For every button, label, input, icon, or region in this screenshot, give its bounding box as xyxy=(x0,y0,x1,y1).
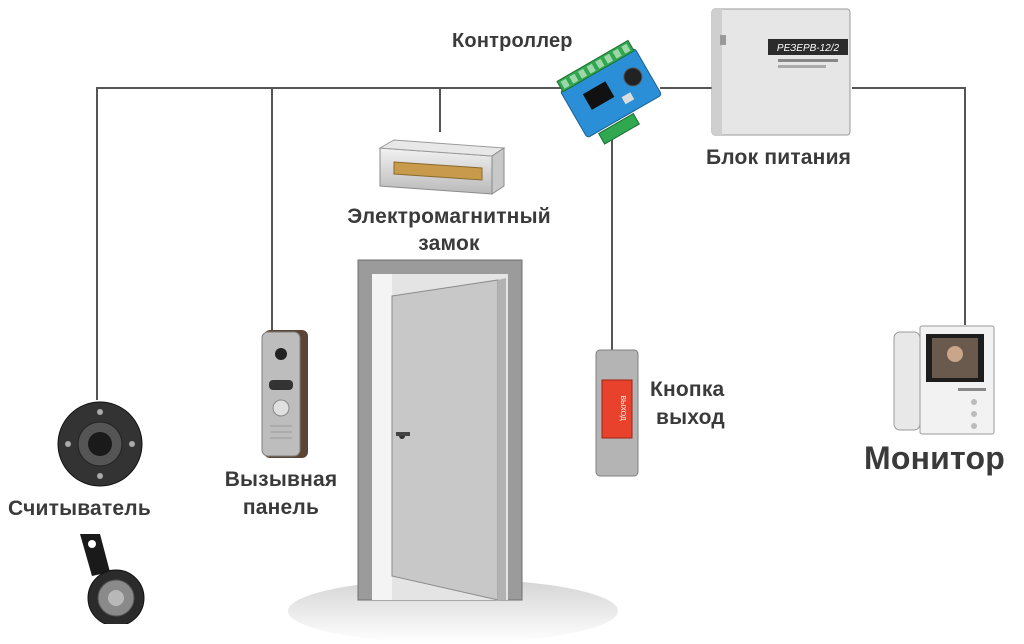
exit-plate-text: ВЫХОД xyxy=(619,395,626,421)
power-supply-label: Блок питания xyxy=(706,146,852,169)
wire-monitor xyxy=(852,87,966,325)
call-panel-label-line2: панель xyxy=(242,496,320,519)
monitor-label: Монитор xyxy=(864,440,1005,476)
wire-bus-left xyxy=(96,87,570,400)
psu-brand-text: РЕЗЕРВ-12/2 xyxy=(777,43,840,54)
reader-label: Считыватель xyxy=(8,497,151,520)
power-supply-box: РЕЗЕРВ-12/2 xyxy=(711,8,851,136)
key-fob xyxy=(80,534,145,624)
call-panel-device xyxy=(261,330,308,458)
reader-device xyxy=(57,401,143,487)
exit-button-label-line1: Кнопка xyxy=(650,378,725,401)
lock-label-line1: Электромагнитный xyxy=(347,205,551,228)
exit-button-device: ВЫХОД xyxy=(595,349,639,477)
electromagnetic-lock xyxy=(378,139,506,195)
door-illustration xyxy=(288,259,618,643)
call-panel-label-line1: Вызывная xyxy=(224,468,338,491)
controller-board xyxy=(556,39,662,145)
controller-label: Контроллер xyxy=(452,30,573,52)
monitor-device xyxy=(893,325,995,435)
lock-label-line2: замок xyxy=(418,232,480,255)
exit-button-label-line2: выход xyxy=(656,406,725,429)
